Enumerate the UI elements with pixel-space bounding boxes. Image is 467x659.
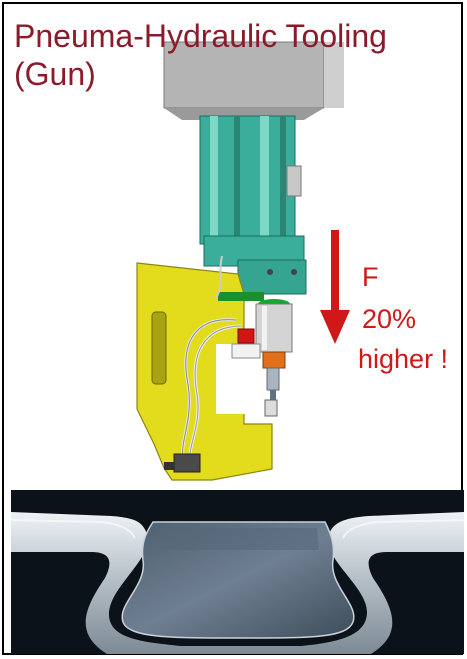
slide-title-line-1: Pneuma-Hydraulic Tooling [14, 18, 387, 54]
force-value: 20% [362, 304, 417, 334]
force-note: higher ! [358, 344, 449, 374]
force-label: F [362, 262, 379, 292]
slide-title-line-2: (Gun) [14, 56, 96, 92]
gun-tooling-illustration [136, 41, 344, 481]
force-arrow-icon [320, 230, 350, 344]
clinch-joint-cross-section-photo [11, 490, 464, 654]
